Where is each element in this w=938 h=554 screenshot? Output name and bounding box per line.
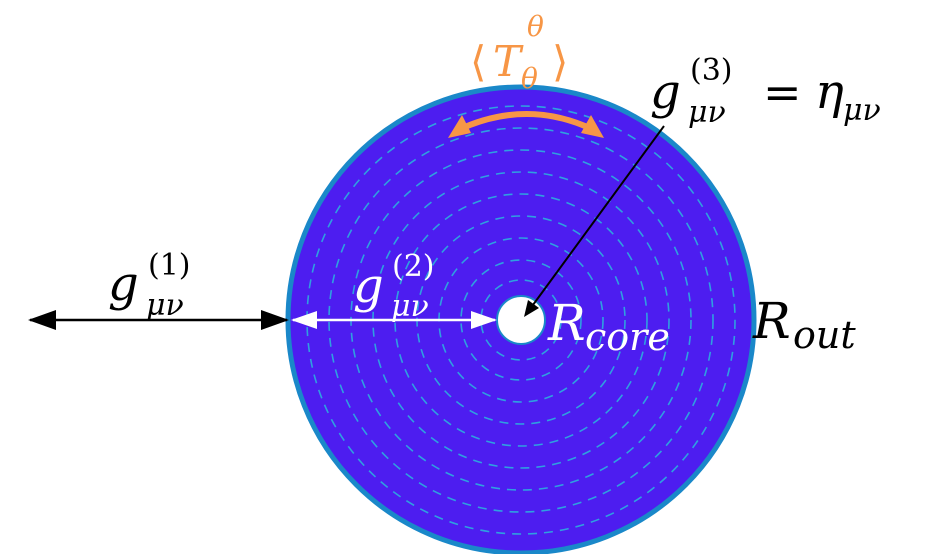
exterior-arrow-icon xyxy=(28,310,289,330)
stress-base: T xyxy=(493,37,524,86)
stress-close-bracket: ⟩ xyxy=(552,37,568,86)
g1-base: g xyxy=(108,256,139,312)
r-core-label: R core xyxy=(547,294,670,359)
stress-tensor-label: ⟨ T θ θ ⟩ xyxy=(470,10,568,95)
dashed-ring xyxy=(480,279,562,361)
stress-arc-icon xyxy=(448,111,604,138)
g1-subscript: μν xyxy=(146,288,184,323)
r-core-base: R xyxy=(547,294,586,352)
g3-label: g (3) μν = η μν xyxy=(650,53,881,130)
g3-superscript: (3) xyxy=(690,53,733,88)
stress-open-bracket: ⟨ xyxy=(470,37,486,86)
dashed-ring xyxy=(328,127,714,513)
stress-subscript: θ xyxy=(521,62,538,95)
r-out-base: R xyxy=(752,292,791,350)
r-out-subscript: out xyxy=(793,313,856,357)
eta-subscript: μν xyxy=(843,93,881,128)
g2-superscript: (2) xyxy=(392,249,435,284)
g3-equals: = xyxy=(763,65,802,119)
dashed-ring xyxy=(394,193,648,447)
g3-base: g xyxy=(650,64,681,120)
r-core-subscript: core xyxy=(585,315,670,359)
g1-superscript: (1) xyxy=(148,248,191,283)
dashed-ring xyxy=(460,259,582,381)
stress-superscript: θ xyxy=(527,10,544,43)
r-out-label: R out xyxy=(752,292,856,357)
g2-label: g (2) μν xyxy=(353,249,435,324)
g2-subscript: μν xyxy=(391,289,429,324)
core-hole xyxy=(496,295,546,345)
core-pointer-icon xyxy=(524,125,665,317)
g3-subscript: μν xyxy=(688,95,726,130)
interior-arrow-icon xyxy=(291,311,497,329)
eta-base: η xyxy=(815,64,844,120)
g2-base: g xyxy=(353,258,384,314)
g1-label: g (1) μν xyxy=(108,248,191,323)
